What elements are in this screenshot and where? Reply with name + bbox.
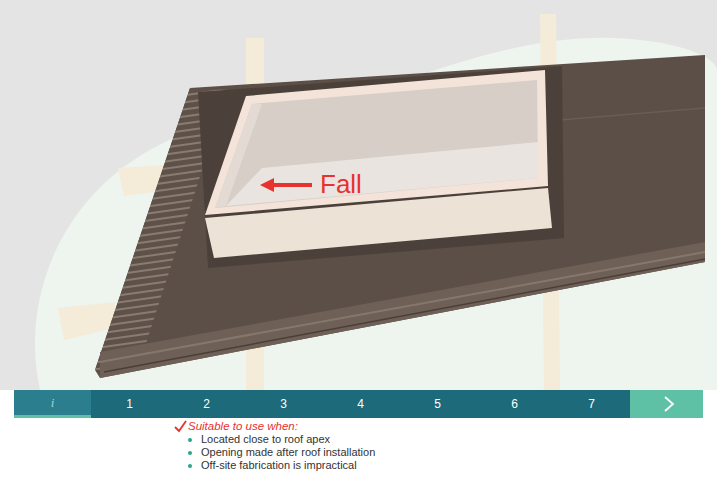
bullet-dot xyxy=(188,451,192,455)
fall-arrowhead xyxy=(260,178,274,192)
tab-label: 2 xyxy=(203,397,210,411)
nav-tab: 5 xyxy=(399,390,476,418)
next-tab xyxy=(630,390,703,418)
tab-label: 1 xyxy=(126,397,133,411)
roof-sheeting xyxy=(95,55,705,378)
nav-tab: 3 xyxy=(245,390,322,418)
tab-label: i xyxy=(51,395,55,411)
timber-batten xyxy=(58,302,115,340)
note-item: Located close to roof apex xyxy=(201,433,330,446)
upstand-floor xyxy=(226,142,538,206)
nav-tab: 2 xyxy=(168,390,245,418)
fall-arrow xyxy=(272,183,312,187)
tab-label: 7 xyxy=(588,397,595,411)
tab-label: 5 xyxy=(434,397,441,411)
scene-ground xyxy=(0,0,717,390)
nav-tab: i xyxy=(14,390,91,415)
chevron-icon xyxy=(665,397,673,411)
roof-fascia xyxy=(100,242,705,378)
check-icon xyxy=(175,421,186,431)
note-heading: Suitable to use when: xyxy=(188,420,298,433)
active-underline xyxy=(14,415,91,418)
nav-tab: 7 xyxy=(553,390,630,418)
fall-label: Fall xyxy=(320,170,362,200)
upstand-interior xyxy=(215,80,538,208)
roof-rib xyxy=(104,259,705,372)
tab-label: 6 xyxy=(511,397,518,411)
nav-tab: 4 xyxy=(322,390,399,418)
nav-bar xyxy=(14,390,703,418)
note-item: Opening made after roof installation xyxy=(201,446,375,459)
tab-label: 3 xyxy=(280,397,287,411)
nav-tab: 1 xyxy=(91,390,168,418)
roof-rib xyxy=(100,252,705,362)
flashing xyxy=(198,66,564,268)
bullet-dot xyxy=(188,464,192,468)
note-item: Off-site fabrication is impractical xyxy=(201,459,357,472)
scene-glow xyxy=(35,38,717,390)
upstand-rim xyxy=(205,70,548,215)
bullet-dot xyxy=(188,438,192,442)
nav-tab: 6 xyxy=(476,390,553,418)
tab-label: 4 xyxy=(357,397,364,411)
roof-rib xyxy=(560,108,705,120)
